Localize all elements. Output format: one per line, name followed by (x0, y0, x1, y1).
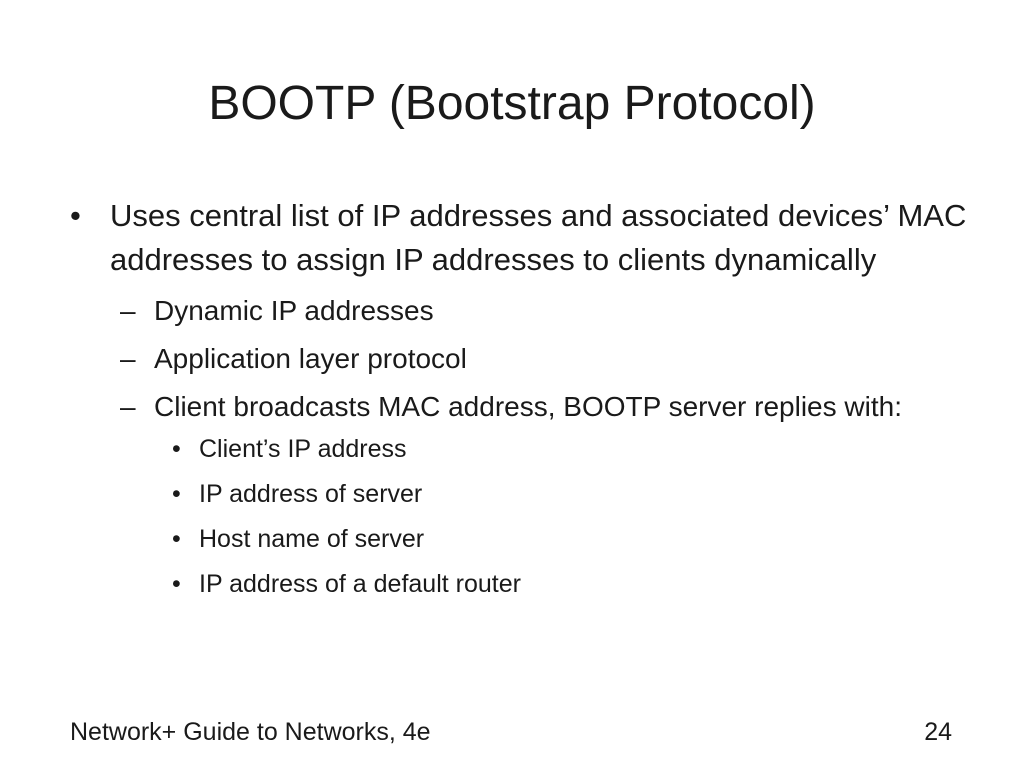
bullet-marker: • (172, 525, 181, 553)
bullet-marker: • (172, 570, 181, 598)
subsub-bullet-text: Client’s IP address (199, 435, 407, 463)
sub-bullet-text: Client broadcasts MAC address, BOOTP ser… (154, 391, 902, 422)
footer-page-number: 24 (924, 718, 952, 746)
bullet-marker: • (172, 480, 181, 508)
subsub-bullet-host-name: • Host name of server (70, 524, 970, 554)
footer-book-title: Network+ Guide to Networks, 4e (70, 718, 431, 746)
subsub-bullet-client-ip: • Client’s IP address (70, 434, 970, 464)
dash-marker: – (120, 343, 136, 374)
bullet-text: Uses central list of IP addresses and as… (110, 198, 967, 277)
subsub-bullet-server-ip: • IP address of server (70, 479, 970, 509)
slide-title: BOOTP (Bootstrap Protocol) (208, 77, 816, 130)
subsub-bullet-text: IP address of server (199, 480, 423, 508)
bullet-marker: • (172, 435, 181, 463)
dash-marker: – (120, 295, 136, 326)
sub-bullet-text: Dynamic IP addresses (154, 295, 434, 326)
subsub-bullet-text: IP address of a default router (199, 570, 521, 598)
bullet-marker: • (70, 198, 81, 233)
sub-bullet-application-layer: – Application layer protocol (70, 342, 970, 376)
bullet-level1: • Uses central list of IP addresses and … (70, 194, 970, 282)
sub-bullet-text: Application layer protocol (154, 343, 467, 374)
slide-content: • Uses central list of IP addresses and … (70, 194, 970, 599)
sub-bullet-client-broadcasts: – Client broadcasts MAC address, BOOTP s… (70, 390, 970, 424)
dash-marker: – (120, 391, 136, 422)
subsub-bullet-default-router: • IP address of a default router (70, 569, 970, 599)
sub-bullet-dynamic-ip: – Dynamic IP addresses (70, 294, 970, 328)
subsub-bullet-text: Host name of server (199, 525, 425, 553)
